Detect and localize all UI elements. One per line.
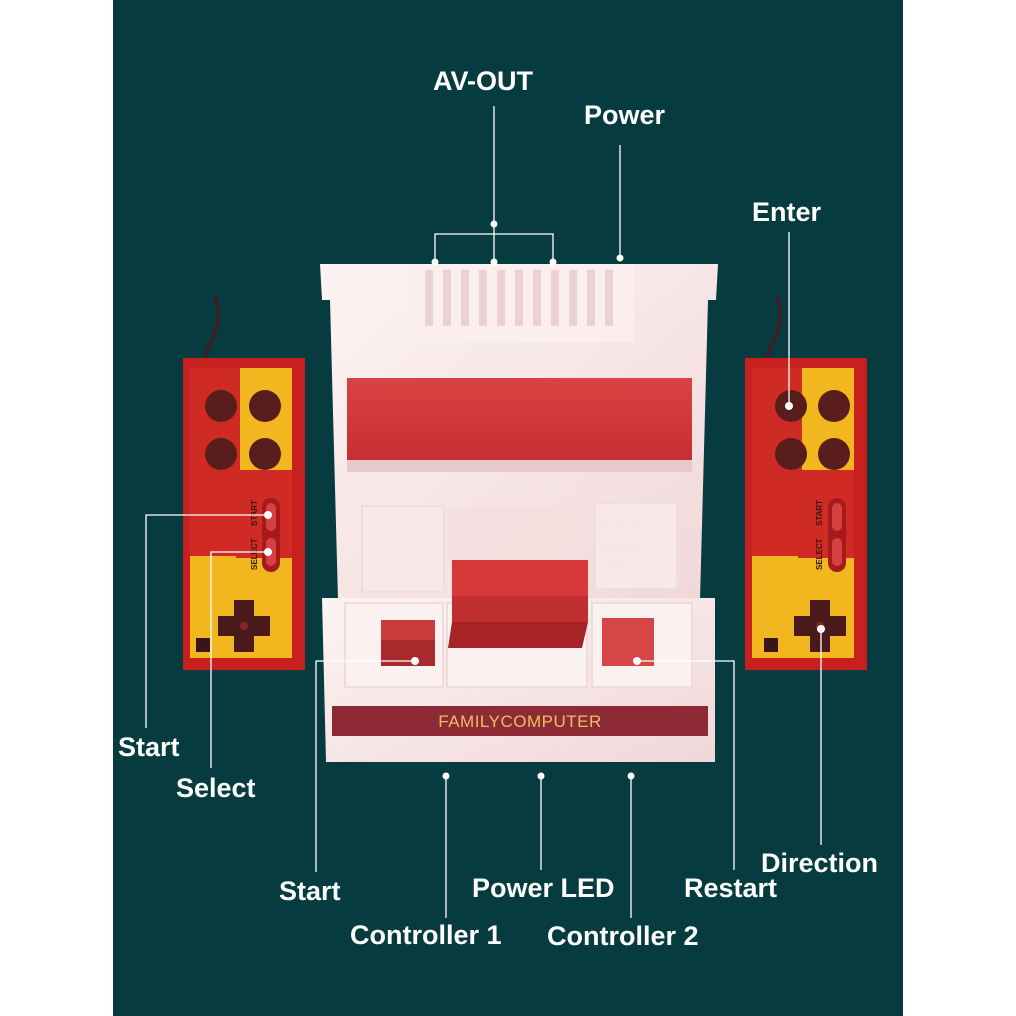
label-start-console: Start: [279, 876, 341, 906]
panel-text-3: restart: [601, 561, 632, 573]
controller-1-button-4[interactable]: [249, 438, 281, 470]
left-panel: [361, 505, 445, 593]
diagram-canvas: Push this button to restart FAMILYCOMPUT…: [113, 0, 903, 1016]
controller-1-mic-grille: [196, 638, 210, 652]
restart-button[interactable]: [602, 618, 654, 666]
red-band: [347, 378, 692, 460]
label-power-led: Power LED: [472, 873, 615, 903]
console-eject-button[interactable]: [448, 560, 588, 648]
callout-dots: [264, 220, 825, 780]
controller-2-mic-grille: [764, 638, 778, 652]
controller-2-select-button[interactable]: [832, 538, 842, 566]
controller-1-cable: [204, 295, 220, 359]
console-start-button[interactable]: [381, 620, 435, 666]
callout-lines: [145, 106, 822, 918]
controller-2-select-text: SELECT: [815, 538, 824, 570]
right-panel: [594, 502, 678, 590]
panel-text-2: button to: [601, 541, 644, 553]
controller-2-button-4[interactable]: [818, 438, 850, 470]
panel-text-1: Push this: [601, 521, 647, 533]
label-enter: Enter: [752, 197, 822, 227]
controller-1-button-3[interactable]: [205, 438, 237, 470]
illustration: Push this button to restart FAMILYCOMPUT…: [145, 106, 867, 918]
label-select: Select: [176, 773, 256, 803]
label-power: Power: [584, 100, 666, 130]
vent-slits: [425, 270, 613, 326]
brand-strip: [332, 706, 708, 736]
brand-label: FAMILYCOMPUTER: [438, 712, 601, 731]
controller-1-start-text: START: [250, 500, 259, 526]
label-controller-2: Controller 2: [547, 921, 699, 951]
controller-2: START SELECT: [745, 295, 867, 670]
label-controller-1: Controller 1: [350, 920, 502, 950]
label-start-controller: Start: [118, 732, 180, 762]
controller-1-dpad[interactable]: [218, 600, 270, 652]
controller-2-button-2[interactable]: [818, 390, 850, 422]
label-direction: Direction: [761, 848, 879, 878]
console: Push this button to restart FAMILYCOMPUT…: [320, 264, 718, 762]
controller-1-button-1[interactable]: [205, 390, 237, 422]
controller-2-cable: [766, 295, 782, 359]
label-av-out: AV-OUT: [433, 66, 533, 96]
controller-2-start-text: START: [815, 500, 824, 526]
label-restart: Restart: [684, 873, 778, 903]
controller-2-button-3[interactable]: [775, 438, 807, 470]
controller-2-start-button[interactable]: [832, 503, 842, 531]
controller-1-select-text: SELECT: [250, 538, 259, 570]
controller-1: START SELECT: [183, 295, 305, 670]
controller-1-button-2[interactable]: [249, 390, 281, 422]
